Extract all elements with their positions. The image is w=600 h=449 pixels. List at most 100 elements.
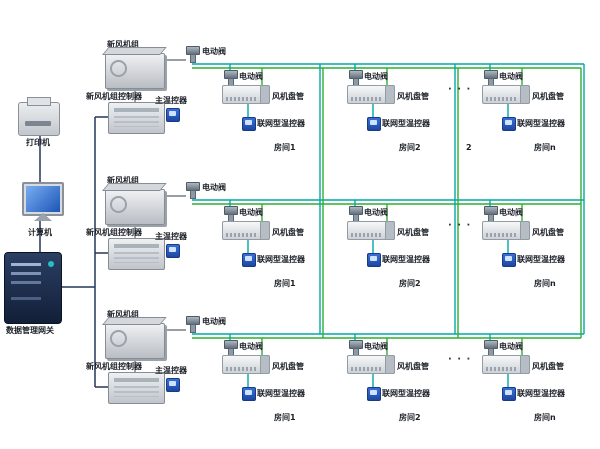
fan-coil-label: 风机盘管 bbox=[397, 362, 429, 371]
ellipsis: · · · bbox=[448, 354, 472, 365]
networked-thermostat-icon bbox=[502, 117, 516, 131]
electric-valve-label: 电动阀 bbox=[364, 72, 388, 81]
electric-valve-icon bbox=[186, 316, 200, 333]
data-gateway-label: 数据管理网关 bbox=[6, 326, 54, 335]
networked-thermostat-icon bbox=[242, 387, 256, 401]
fan-coil-unit-icon bbox=[482, 221, 530, 240]
fan-coil-label: 风机盘管 bbox=[532, 228, 564, 237]
room-label: 房间n bbox=[534, 143, 556, 152]
ahu-row-1: 新风机组 电动阀 新风机组控制器 主温控器 · · · 2 电动阀 风机盘管 联… bbox=[0, 40, 600, 176]
room-label: 房间2 bbox=[399, 279, 421, 288]
networked-thermostat-icon bbox=[242, 117, 256, 131]
electric-valve-icon bbox=[349, 340, 363, 357]
networked-thermostat-label: 联网型温控器 bbox=[257, 389, 305, 398]
electric-valve-icon bbox=[224, 70, 238, 87]
networked-thermostat-label: 联网型温控器 bbox=[382, 389, 430, 398]
ellipsis: · · · bbox=[448, 220, 472, 231]
main-thermostat-label: 主温控器 bbox=[155, 96, 187, 105]
room-label: 房间2 bbox=[399, 143, 421, 152]
ahu-controller-icon bbox=[108, 372, 165, 404]
main-thermostat-icon bbox=[166, 244, 180, 258]
electric-valve-icon bbox=[349, 70, 363, 87]
ahu-controller-icon bbox=[108, 238, 165, 270]
fan-coil-unit-icon bbox=[482, 85, 530, 104]
fan-coil-unit-icon bbox=[347, 355, 395, 374]
fan-coil-label: 风机盘管 bbox=[397, 228, 429, 237]
fresh-air-unit-label: 新风机组 bbox=[107, 40, 139, 49]
main-thermostat-label: 主温控器 bbox=[155, 232, 187, 241]
ahu-controller-label: 新风机组控制器 bbox=[86, 362, 142, 371]
electric-valve-label: 电动阀 bbox=[239, 342, 263, 351]
networked-thermostat-icon bbox=[367, 387, 381, 401]
networked-thermostat-label: 联网型温控器 bbox=[257, 119, 305, 128]
fan-coil-unit-icon bbox=[222, 355, 270, 374]
electric-valve-label: 电动阀 bbox=[499, 72, 523, 81]
electric-valve-icon bbox=[484, 206, 498, 223]
electric-valve-label: 电动阀 bbox=[202, 183, 226, 192]
room-label: 房间2 bbox=[399, 413, 421, 422]
room-label: 房间n bbox=[534, 279, 556, 288]
room-label: 房间1 bbox=[274, 279, 296, 288]
ahu-controller-label: 新风机组控制器 bbox=[86, 92, 142, 101]
fan-coil-label: 风机盘管 bbox=[272, 362, 304, 371]
networked-thermostat-label: 联网型温控器 bbox=[382, 119, 430, 128]
electric-valve-icon bbox=[349, 206, 363, 223]
fan-coil-unit-icon bbox=[222, 221, 270, 240]
electric-valve-label: 电动阀 bbox=[499, 208, 523, 217]
data-gateway-icon bbox=[4, 252, 62, 324]
fan-coil-label: 风机盘管 bbox=[272, 228, 304, 237]
electric-valve-label: 电动阀 bbox=[239, 72, 263, 81]
fan-coil-unit-icon bbox=[347, 221, 395, 240]
printer-icon bbox=[18, 97, 60, 136]
electric-valve-label: 电动阀 bbox=[202, 47, 226, 56]
electric-valve-icon bbox=[484, 70, 498, 87]
electric-valve-icon bbox=[186, 46, 200, 63]
ahu-row-3: 新风机组 电动阀 新风机组控制器 主温控器 · · · 电动阀 风机盘管 联网型… bbox=[0, 310, 600, 446]
electric-valve-label: 电动阀 bbox=[364, 208, 388, 217]
networked-thermostat-icon bbox=[242, 253, 256, 267]
computer-label: 计算机 bbox=[28, 228, 52, 237]
networked-thermostat-label: 联网型温控器 bbox=[517, 255, 565, 264]
room-label: 房间1 bbox=[274, 143, 296, 152]
ahu-controller-icon bbox=[108, 102, 165, 134]
electric-valve-label: 电动阀 bbox=[239, 208, 263, 217]
networked-thermostat-label: 联网型温控器 bbox=[517, 389, 565, 398]
fan-coil-label: 风机盘管 bbox=[397, 92, 429, 101]
networked-thermostat-icon bbox=[367, 117, 381, 131]
main-thermostat-icon bbox=[166, 378, 180, 392]
room-label: 房间n bbox=[534, 413, 556, 422]
electric-valve-icon bbox=[186, 182, 200, 199]
printer-label: 打印机 bbox=[26, 138, 50, 147]
electric-valve-label: 电动阀 bbox=[499, 342, 523, 351]
electric-valve-label: 电动阀 bbox=[364, 342, 388, 351]
fresh-air-unit-label: 新风机组 bbox=[107, 310, 139, 319]
electric-valve-label: 电动阀 bbox=[202, 317, 226, 326]
main-thermostat-label: 主温控器 bbox=[155, 366, 187, 375]
fresh-air-unit-icon bbox=[105, 189, 165, 225]
networked-thermostat-label: 联网型温控器 bbox=[517, 119, 565, 128]
ahu-controller-label: 新风机组控制器 bbox=[86, 228, 142, 237]
electric-valve-icon bbox=[224, 206, 238, 223]
electric-valve-icon bbox=[484, 340, 498, 357]
fan-coil-unit-icon bbox=[347, 85, 395, 104]
electric-valve-icon bbox=[224, 340, 238, 357]
fresh-air-unit-icon bbox=[105, 323, 165, 359]
fan-coil-unit-icon bbox=[482, 355, 530, 374]
fresh-air-unit-label: 新风机组 bbox=[107, 176, 139, 185]
fan-coil-label: 风机盘管 bbox=[532, 362, 564, 371]
extra-label: 2 bbox=[466, 143, 472, 152]
networked-thermostat-icon bbox=[367, 253, 381, 267]
fan-coil-label: 风机盘管 bbox=[532, 92, 564, 101]
fan-coil-unit-icon bbox=[222, 85, 270, 104]
computer-icon bbox=[22, 182, 64, 221]
main-thermostat-icon bbox=[166, 108, 180, 122]
networked-thermostat-icon bbox=[502, 253, 516, 267]
fan-coil-label: 风机盘管 bbox=[272, 92, 304, 101]
networked-thermostat-icon bbox=[502, 387, 516, 401]
room-label: 房间1 bbox=[274, 413, 296, 422]
ahu-row-2: 新风机组 电动阀 新风机组控制器 主温控器 · · · 电动阀 风机盘管 联网型… bbox=[0, 176, 600, 312]
fresh-air-unit-icon bbox=[105, 53, 165, 89]
networked-thermostat-label: 联网型温控器 bbox=[382, 255, 430, 264]
